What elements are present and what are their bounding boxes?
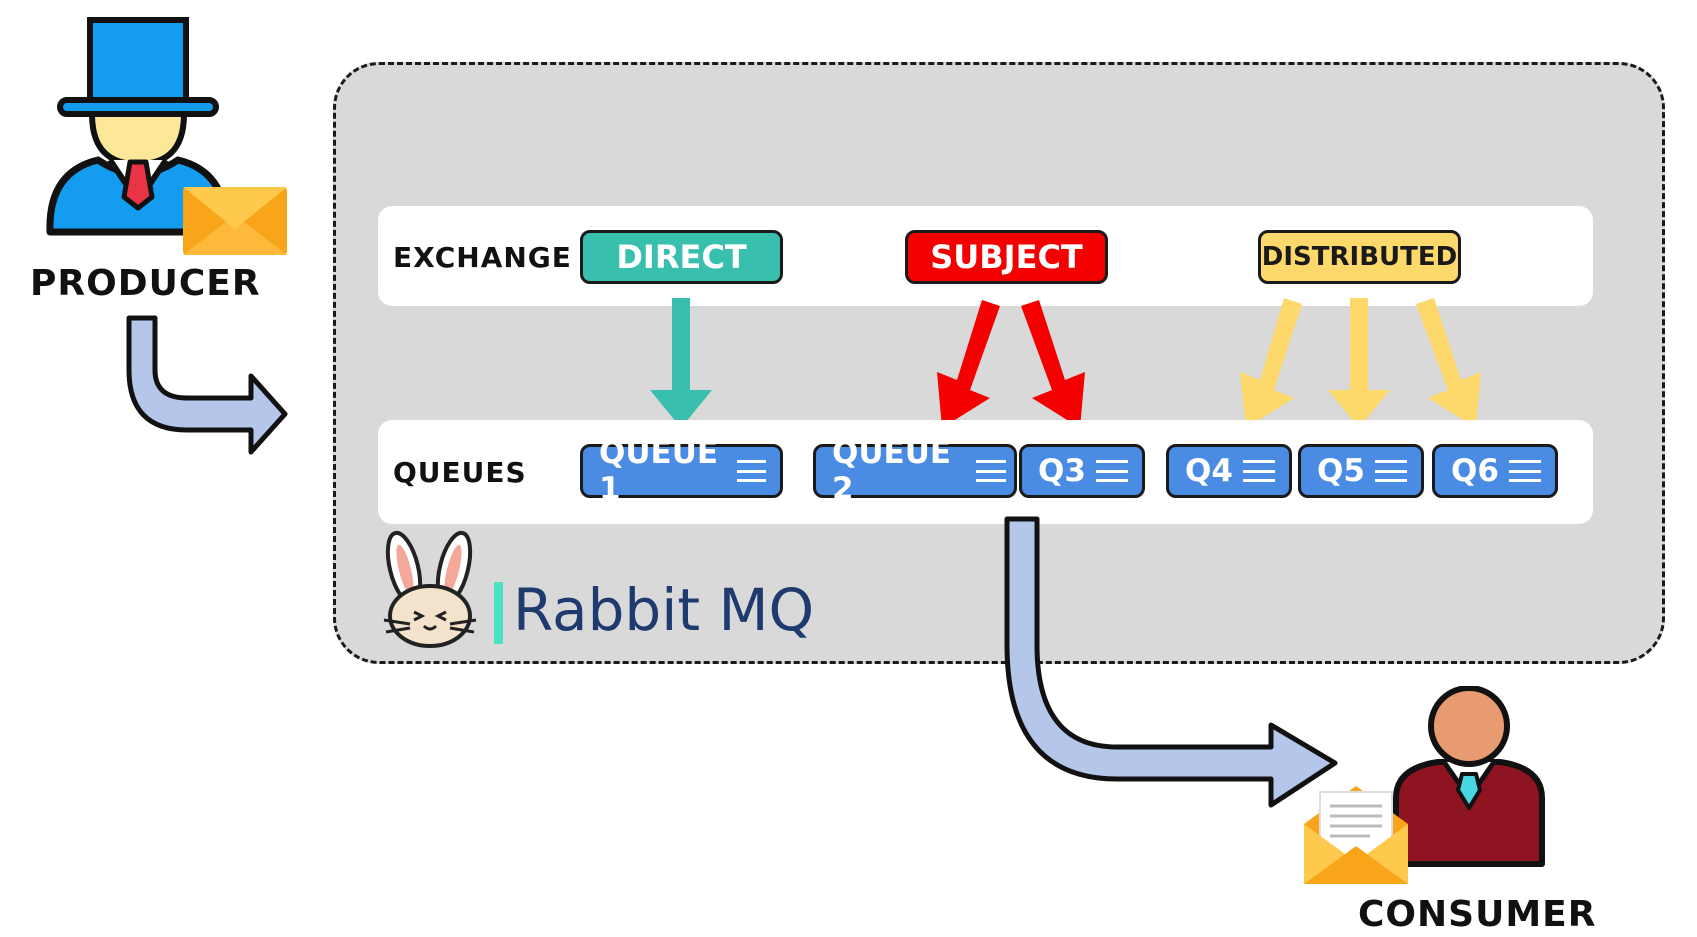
menu-lines-icon	[1508, 460, 1542, 482]
queue-5-label: Q5	[1317, 453, 1365, 489]
subject-routing-arrow-left	[937, 300, 1000, 428]
queue-6[interactable]: Q6	[1432, 444, 1558, 498]
producer-to-broker-arrow	[126, 315, 288, 455]
queue-6-label: Q6	[1451, 453, 1499, 489]
distributed-routing-arrow-right	[1416, 298, 1481, 428]
queue-3-label: Q3	[1038, 453, 1086, 489]
queue-to-consumer-arrow	[1004, 516, 1338, 808]
menu-lines-icon	[1095, 460, 1129, 482]
queues-row-label: QUEUES	[393, 456, 527, 489]
exchange-row-label: EXCHANGE	[393, 241, 572, 274]
consumer-icon	[1393, 686, 1545, 867]
queue-2[interactable]: QUEUE 2	[813, 435, 1017, 507]
queue-1[interactable]: QUEUE 1	[580, 435, 783, 507]
producer-label: PRODUCER	[30, 263, 261, 304]
queue-4-label: Q4	[1185, 453, 1233, 489]
exchange-subject[interactable]: SUBJECT	[905, 230, 1108, 284]
queue-2-label: QUEUE 2	[832, 435, 952, 507]
direct-routing-arrow	[650, 298, 712, 428]
subject-routing-arrow-right	[1021, 300, 1085, 428]
menu-lines-icon	[1242, 460, 1276, 482]
open-letter-icon	[1304, 786, 1408, 884]
menu-lines-icon	[737, 460, 766, 482]
menu-lines-icon	[1374, 460, 1408, 482]
envelope-icon	[183, 187, 287, 255]
queue-3[interactable]: Q3	[1019, 444, 1145, 498]
menu-lines-icon	[975, 460, 1007, 482]
distributed-routing-arrow-left	[1240, 298, 1302, 428]
consumer-label: CONSUMER	[1358, 894, 1597, 935]
queue-1-label: QUEUE 1	[599, 435, 719, 507]
queue-4[interactable]: Q4	[1166, 444, 1292, 498]
brand-accent-bar	[494, 582, 503, 644]
rabbit-icon	[383, 530, 477, 648]
queue-5[interactable]: Q5	[1298, 444, 1424, 498]
exchange-direct[interactable]: DIRECT	[580, 230, 783, 284]
brand-name: Rabbit MQ	[513, 576, 815, 644]
exchange-distributed[interactable]: DISTRIBUTED	[1258, 230, 1461, 284]
distributed-routing-arrow-middle	[1328, 298, 1390, 428]
